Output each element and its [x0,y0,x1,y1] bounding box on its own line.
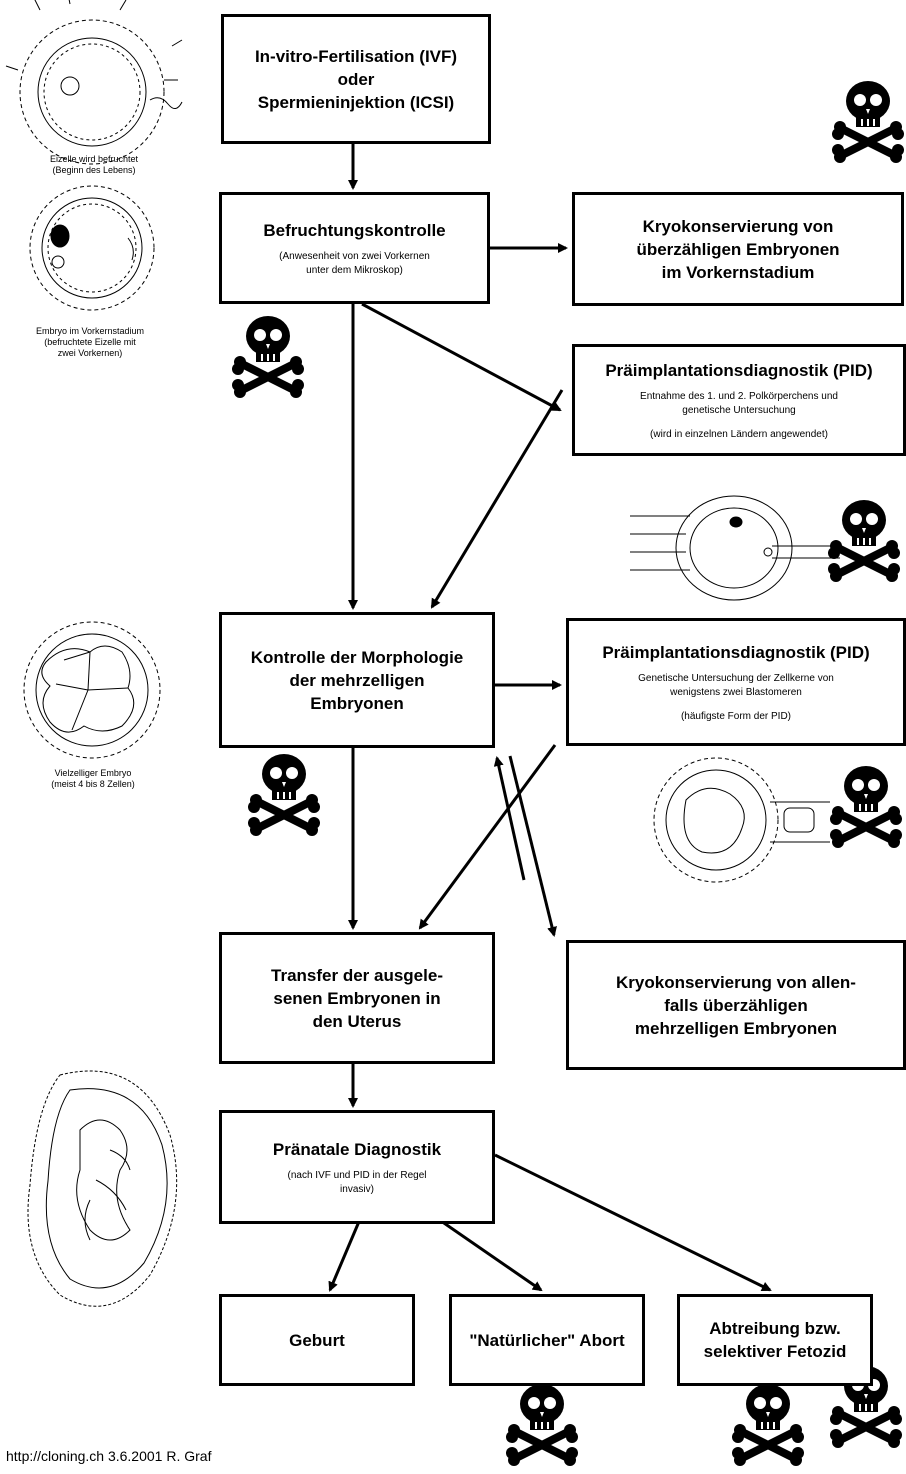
box-kryo-vorkern: Kryokonservierung von überzähligen Embry… [572,192,904,306]
box-transfer-title: Transfer der ausgele- senen Embryonen in… [271,965,443,1031]
box-pid-polkoerper-note: (wird in einzelnen Ländern angewendet) [650,428,828,440]
skull-icon [232,316,304,398]
box-praenatale-diagnostik-title: Pränatale Diagnostik [272,1139,442,1159]
fetus-icon [27,1070,178,1307]
box-geburt: Geburt [219,1294,415,1386]
box-abtreibung-title: Abtreibung bzw. selektiver Fetozid [703,1319,847,1361]
box-morphologie: Kontrolle der Morphologie der mehrzellig… [219,612,495,748]
box-pid-polkoerper-title: Präimplantationsdiagnostik (PID) [605,360,873,380]
micromanipulation-icon [630,495,840,601]
box-natuerlicher-abort-title: "Natürlicher" Abort [469,1330,625,1350]
box-pid-blastomeren-note: (häufigste Form der PID) [680,710,792,722]
box-pid-polkoerper-sub: Entnahme des 1. und 2. Polkörperchens un… [640,390,838,416]
box-befruchtungskontrolle: Befruchtungskontrolle (Anwesenheit von z… [219,192,490,304]
skull-icon [506,1384,578,1466]
box-abtreibung: Abtreibung bzw. selektiver Fetozid [677,1294,873,1386]
caption-egg-cell: Eizelle wird befruchtet (Beginn des Lebe… [49,154,139,175]
box-transfer: Transfer der ausgele- senen Embryonen in… [219,932,495,1064]
box-pid-blastomeren: Präimplantationsdiagnostik (PID) Genetis… [566,618,906,746]
caption-zygote: Embryo im Vorkernstadium (befruchtete Ei… [35,326,145,358]
footer-credit: http://cloning.ch 3.6.2001 R. Graf [6,1448,212,1464]
multicell-embryo-icon [23,621,161,759]
skull-icon [732,1384,804,1466]
box-geburt-title: Geburt [289,1330,345,1350]
box-befruchtungskontrolle-sub: (Anwesenheit von zwei Vorkernen unter de… [279,250,430,276]
box-pid-blastomeren-title: Präimplantationsdiagnostik (PID) [602,642,870,662]
box-ivf-title: In-vitro-Fertilisation (IVF) oder Spermi… [254,46,458,112]
skull-icon [832,81,904,163]
egg-cell-icon [5,0,183,165]
caption-multicell-embryo: Vielzelliger Embryo (meist 4 bis 8 Zelle… [51,768,135,789]
zygote-icon [29,185,155,311]
box-kryo-vorkern-title: Kryokonservierung von überzähligen Embry… [636,216,840,282]
skull-icon [830,766,902,848]
box-praenatale-diagnostik-sub: (nach IVF und PID in der Regel invasiv) [287,1169,427,1195]
blastomere-biopsy-icon [653,757,830,883]
box-morphologie-title: Kontrolle der Morphologie der mehrzellig… [250,647,464,713]
box-pid-polkoerper: Präimplantationsdiagnostik (PID) Entnahm… [572,344,906,456]
box-ivf: In-vitro-Fertilisation (IVF) oder Spermi… [221,14,491,144]
box-pid-blastomeren-sub: Genetische Untersuchung der Zellkerne vo… [638,672,834,698]
skull-icon [248,754,320,836]
box-natuerlicher-abort: "Natürlicher" Abort [449,1294,645,1386]
box-befruchtungskontrolle-title: Befruchtungskontrolle [263,220,446,240]
box-praenatale-diagnostik: Pränatale Diagnostik (nach IVF und PID i… [219,1110,495,1224]
box-kryo-mehrzellig: Kryokonservierung von allen- falls überz… [566,940,906,1070]
box-kryo-mehrzellig-title: Kryokonservierung von allen- falls überz… [616,972,856,1038]
skull-icon [828,500,900,582]
